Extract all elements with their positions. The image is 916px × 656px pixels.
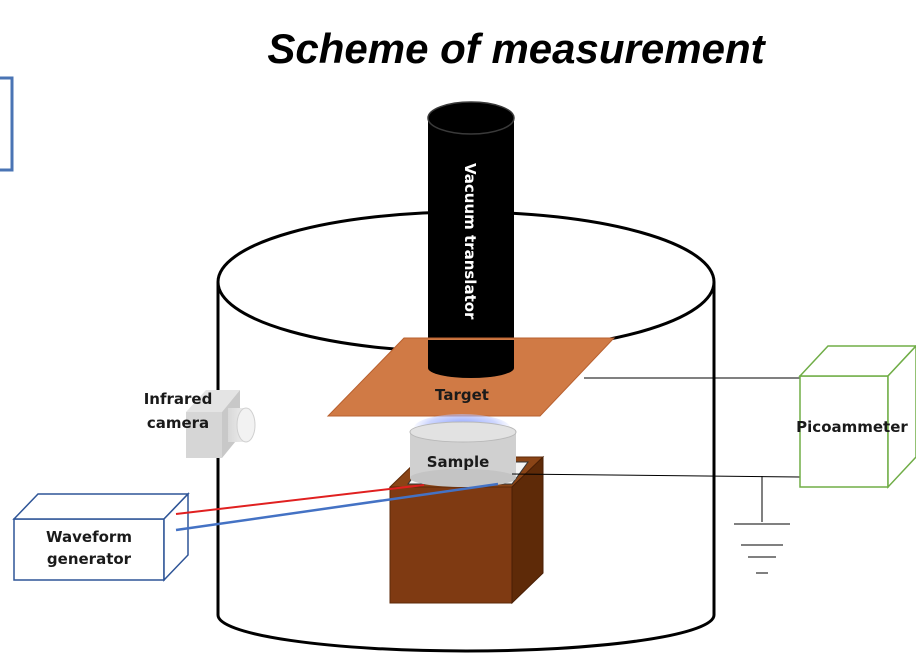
vacuum-translator: Vacuum translator [427,101,515,380]
ground-wire [511,473,801,522]
vacuum-translator-label: Vacuum translator [461,163,479,320]
sample-label: Sample [427,453,490,471]
ground-icon [734,523,790,574]
waveform-generator: Waveform generator [12,492,190,582]
frame-box [0,76,14,172]
picoammeter: Picoammeter [796,344,916,489]
blue-wire [175,482,499,532]
red-wire [175,484,425,515]
waveform-generator-label-line1: Waveform [46,528,132,546]
waveform-generator-label-line2: generator [47,550,132,568]
target-label: Target [435,386,489,404]
sample: Sample [409,421,517,487]
infrared-camera-label-line1: Infrared [144,390,213,408]
infrared-camera-icon [186,390,256,458]
picoammeter-label: Picoammeter [796,418,908,436]
target-plate: Target [326,337,616,417]
page-title: Scheme of measurement [267,25,766,72]
infrared-camera-label-line2: camera [147,414,209,432]
